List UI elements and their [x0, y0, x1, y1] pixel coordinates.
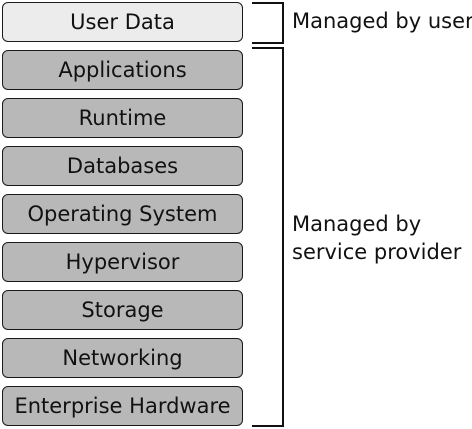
- provider-bracket-label: Managed by service provider: [292, 210, 461, 266]
- layer-operating-system: Operating System: [2, 194, 243, 234]
- layer-enterprise-hardware: Enterprise Hardware: [2, 386, 243, 426]
- layer-runtime: Runtime: [2, 98, 243, 138]
- provider-bracket: [252, 47, 284, 427]
- layer-applications: Applications: [2, 50, 243, 90]
- layer-storage: Storage: [2, 290, 243, 330]
- layer-databases: Databases: [2, 146, 243, 186]
- layer-user-data: User Data: [2, 2, 243, 42]
- layer-hypervisor: Hypervisor: [2, 242, 243, 282]
- provider-bracket-label-line2: service provider: [292, 240, 462, 264]
- user-bracket-label-text: Managed by user: [292, 9, 472, 33]
- user-bracket: [252, 2, 284, 44]
- provider-bracket-label-line1: Managed by: [292, 212, 422, 236]
- user-bracket-label: Managed by user: [292, 7, 472, 35]
- layer-networking: Networking: [2, 338, 243, 378]
